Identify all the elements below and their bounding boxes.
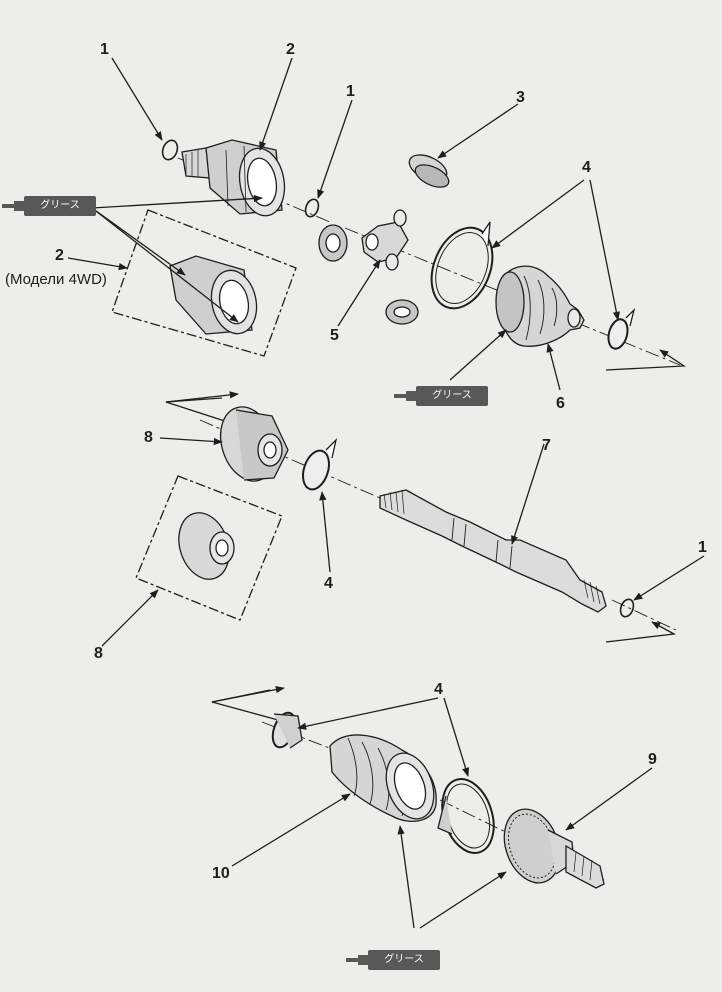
boot-band-large-4 — [430, 221, 494, 310]
callout-10: 10 — [212, 865, 230, 882]
boot-band-middle-4 — [302, 437, 338, 491]
boot-band-small-4 — [607, 307, 636, 350]
outer-race-housing — [181, 139, 286, 217]
grease-label: グリース — [40, 200, 80, 211]
callout-6: 6 — [556, 395, 565, 412]
damper-8 — [219, 406, 289, 482]
callout-4: 4 — [434, 681, 443, 698]
callout-1: 1 — [346, 83, 355, 100]
snap-ring-1-bottom — [619, 598, 635, 618]
callout-2: 2 — [286, 41, 295, 58]
grease-tube-icon: グリース — [2, 194, 98, 218]
callout-5: 5 — [330, 327, 339, 344]
bearing-cap-3 — [408, 154, 450, 188]
callout-8: 8 — [144, 429, 153, 446]
callout-4: 4 — [582, 159, 591, 176]
grease-tube-icon: グリース — [346, 948, 442, 972]
callout-2: 2 — [55, 247, 64, 264]
boot-6 — [495, 265, 585, 347]
drive-shaft-7 — [379, 489, 607, 613]
grease-label: グリース — [432, 390, 472, 401]
callout-1: 1 — [698, 539, 707, 556]
snap-ring-1-top — [161, 139, 179, 161]
callout-3: 3 — [516, 89, 525, 106]
bearing-cap-bottom — [385, 299, 419, 325]
snap-ring-1-mid — [304, 198, 320, 218]
boot-band-small-bottom-4 — [271, 711, 303, 749]
callout-7: 7 — [542, 437, 551, 454]
grease-label: グリース — [384, 954, 424, 965]
boot-10 — [329, 734, 437, 822]
grease-tube-icon: グリース — [394, 384, 490, 408]
boot-band-large-bottom-4 — [437, 778, 495, 854]
note-4wd-models: (Модели 4WD) — [5, 271, 107, 288]
inset-4wd-box — [111, 209, 297, 357]
callout-8: 8 — [94, 645, 103, 662]
inset-damper-box — [135, 475, 283, 621]
bearing-cap-left — [318, 224, 348, 262]
callout-9: 9 — [648, 751, 657, 768]
outer-cv-joint-9 — [503, 808, 605, 889]
callout-1: 1 — [100, 41, 109, 58]
callout-4: 4 — [324, 575, 333, 592]
spider-5 — [361, 209, 409, 271]
